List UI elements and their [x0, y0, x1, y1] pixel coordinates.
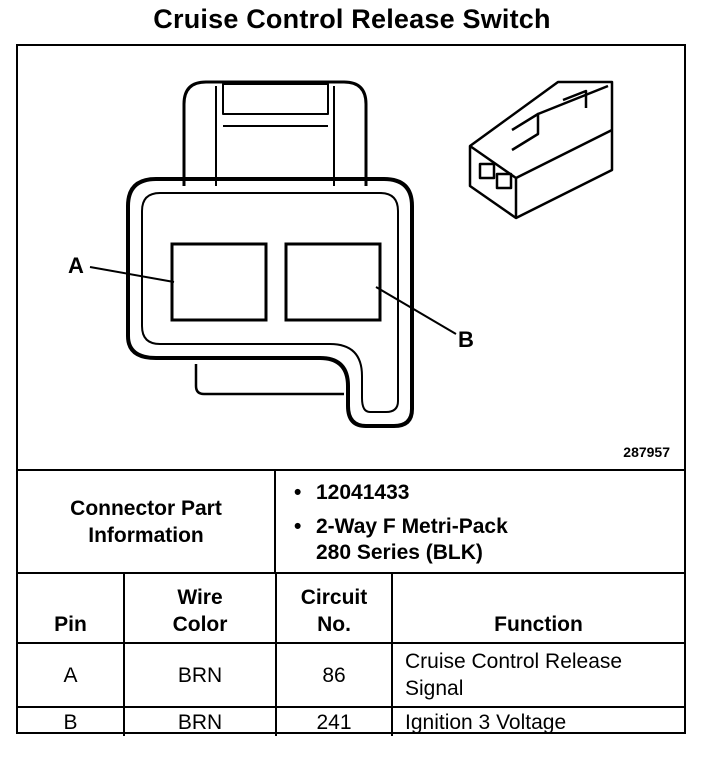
connector-isometric-view [468, 80, 614, 220]
table-row: A BRN 86 Cruise Control Release Signal [18, 642, 684, 708]
pin-cavity-a [170, 242, 268, 322]
page-title: Cruise Control Release Switch [153, 4, 551, 34]
connector-description-line1: 2-Way F Metri-Pack [316, 515, 508, 538]
table-header-row: Pin Wire Color Circuit No. Function [18, 574, 684, 644]
cell-circuit: 241 [275, 706, 393, 736]
leader-line-b [375, 286, 457, 335]
cell-function-line1: Cruise Control Release [405, 650, 623, 673]
connector-info-label: Connector Part Information [18, 471, 276, 572]
connector-body [126, 177, 414, 428]
header-wire-color-line2: Color [172, 613, 228, 636]
connector-description-line2: 280 Series (BLK) [316, 541, 483, 564]
connector-info-label-line1: Connector Part [70, 496, 222, 520]
connector-latch [182, 80, 368, 186]
bullet-icon: • [294, 481, 302, 504]
cell-function-line2: Signal [405, 677, 464, 700]
header-circuit-line2: No. [317, 613, 351, 636]
figure-id: 287957 [623, 444, 670, 460]
header-function: Function [391, 574, 684, 644]
part-number-line: • 12041433 [294, 479, 410, 507]
pin-table: Pin Wire Color Circuit No. Function A BR… [18, 574, 684, 736]
description-line-2: 280 Series (BLK) [316, 539, 483, 567]
callout-b: B [458, 327, 474, 352]
cell-pin: B [18, 706, 125, 736]
connector-info-section: Connector Part Information • 12041433 • … [18, 469, 684, 572]
cell-pin: A [18, 642, 125, 708]
leader-line-a [89, 266, 175, 283]
description-line: • 2-Way F Metri-Pack [294, 513, 508, 541]
header-wire-color: Wire Color [123, 574, 277, 644]
header-pin: Pin [18, 574, 125, 644]
header-circuit-line1: Circuit [300, 586, 368, 609]
cell-wire-color: BRN [123, 642, 277, 708]
header-circuit: Circuit No. [275, 574, 393, 644]
connector-drawing: A B [68, 80, 614, 428]
connector-info-details: • 12041433 • 2-Way F Metri-Pack 280 Seri… [276, 471, 684, 572]
cell-function: Ignition 3 Voltage [391, 706, 684, 736]
connector-frame: A B 287957 Connector Part Information [16, 44, 686, 736]
bullet-icon: • [294, 515, 302, 538]
pin-table-section: Pin Wire Color Circuit No. Function A BR… [18, 572, 684, 736]
connector-diagram: A B 287957 [18, 46, 684, 469]
cell-function: Cruise Control Release Signal [391, 642, 684, 708]
part-number: 12041433 [316, 481, 410, 504]
cell-circuit: 86 [275, 642, 393, 708]
callout-a: A [68, 253, 84, 278]
connector-info-label-line2: Information [88, 523, 204, 547]
table-row: B BRN 241 Ignition 3 Voltage [18, 706, 684, 736]
cell-wire-color: BRN [123, 706, 277, 736]
pin-cavity-b [284, 242, 382, 322]
header-wire-color-line1: Wire [177, 586, 223, 609]
